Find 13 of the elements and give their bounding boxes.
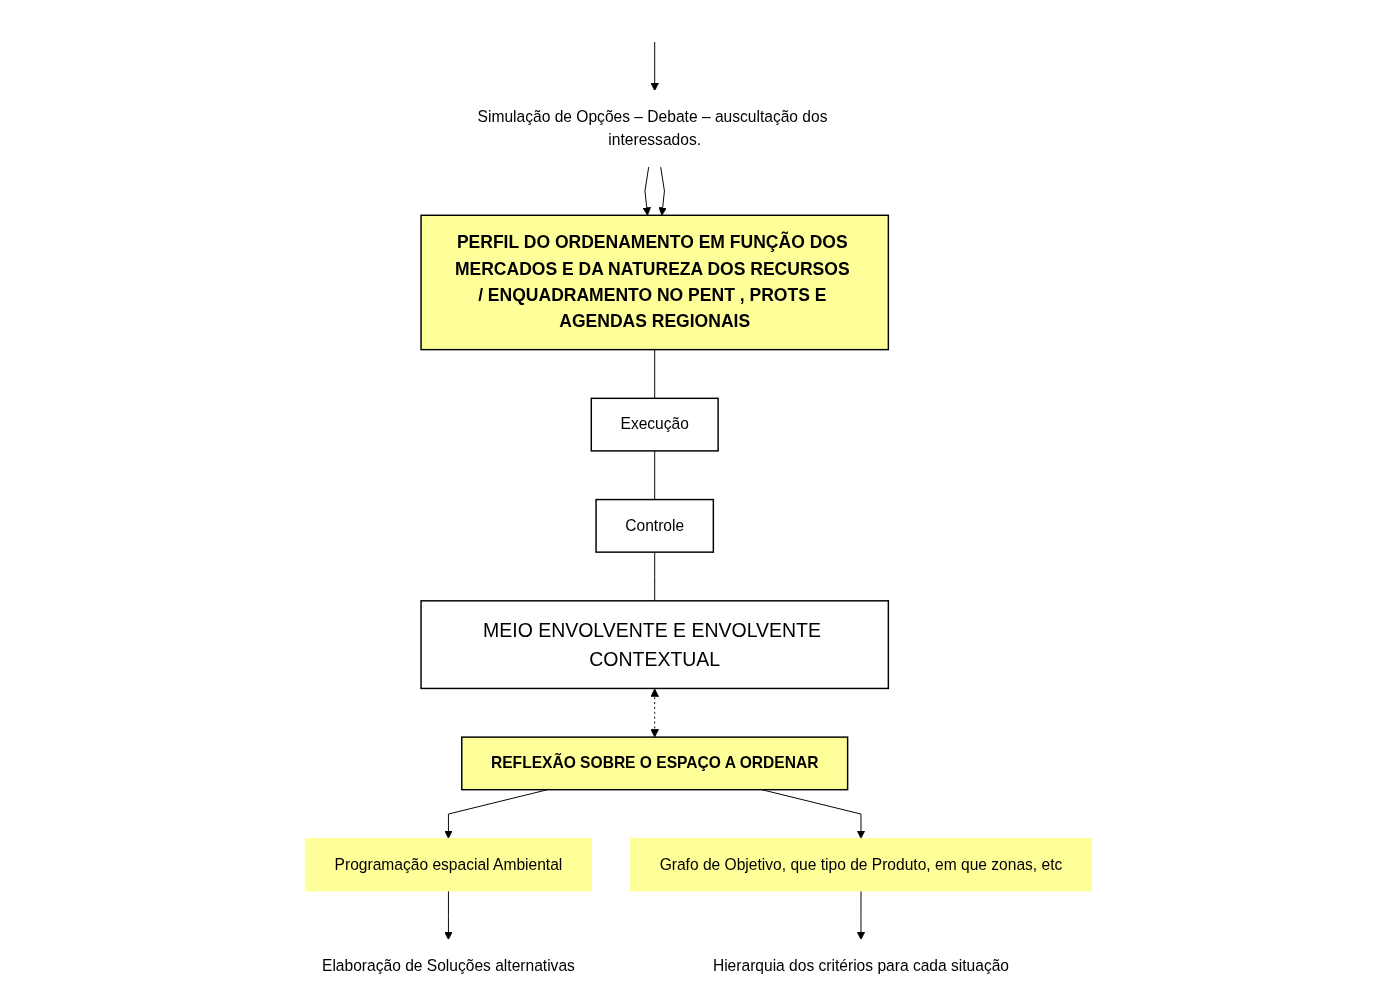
connector — [654, 450, 656, 501]
node-box: Execução — [590, 397, 719, 452]
node-box: Grafo de Objetivo, que tipo de Produto, em que zonas, etc — [629, 837, 1092, 892]
connector — [654, 551, 656, 602]
node-text: Elaboração de Soluções alternativas — [321, 957, 575, 974]
node-text: Simulação de Opções – Debate – auscultação dos interessados. — [477, 108, 828, 149]
node-box: MEIO ENVOLVENTE E ENVOLVENTE CONTEXTUAL — [420, 600, 889, 690]
node-box: PERFIL DO ORDENAMENTO EM FUNÇÃO DOS MERCADOS E DA NATUREZA DOS RECURSOS / ENQUADRAMENTO NO PENT , PROTS E AGENDAS REGIONAIS — [420, 214, 889, 351]
node-box: REFLEXÃO SOBRE O ESPAÇO A ORDENAR — [460, 736, 849, 791]
connector — [654, 349, 656, 399]
node-box: Programação espacial Ambiental — [304, 837, 592, 892]
node-text: Hierarquia dos critérios para cada situação — [712, 957, 1009, 974]
node-box: Controle — [595, 498, 714, 553]
